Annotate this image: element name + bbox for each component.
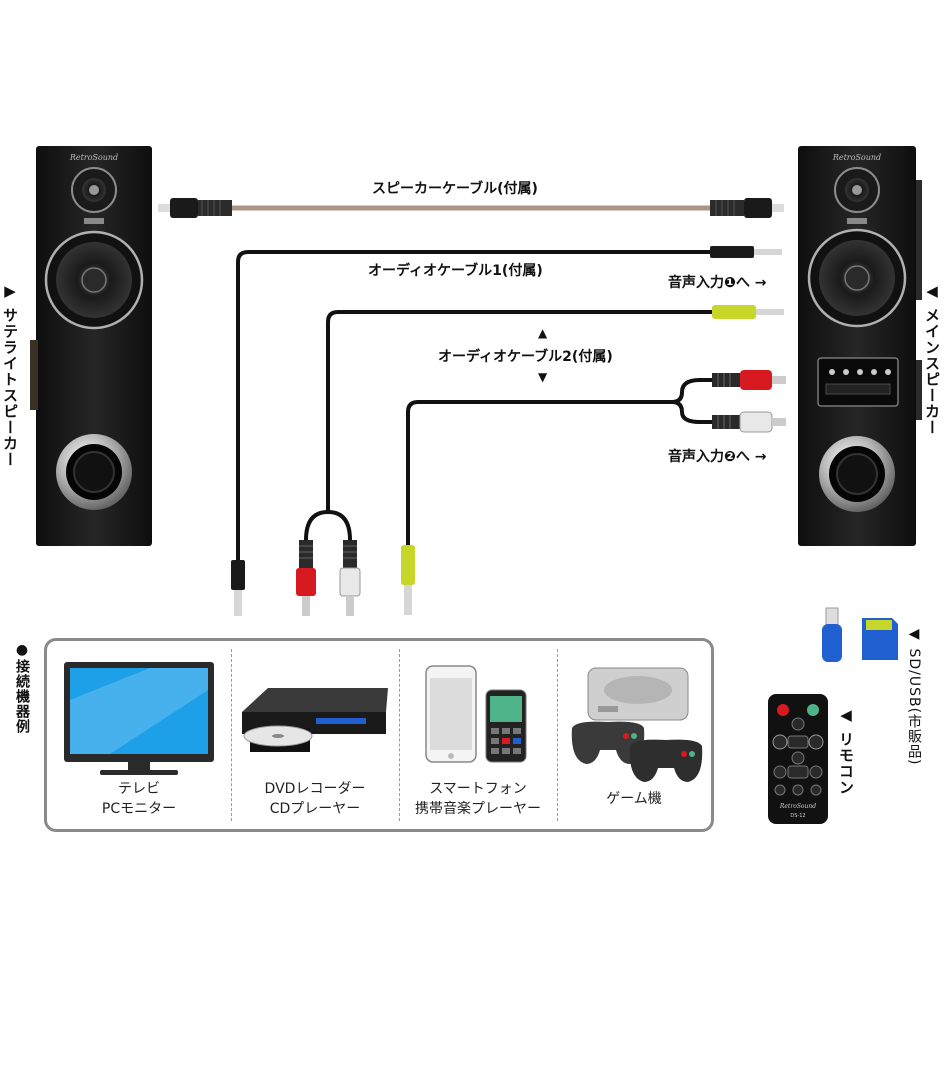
satellite-speaker-label: ▶ サテライトスピーカー	[1, 282, 19, 468]
device-smartphone-line2: 携帯音楽プレーヤー	[415, 801, 541, 817]
audio-cable-2-label: オーディオケーブル2(付属)	[438, 349, 613, 365]
connected-devices-frame: テレビ PCモニター DVDレコーダー CDプレーヤー スマートフォン 携帯音楽…	[44, 638, 714, 832]
speaker-cable	[158, 198, 784, 218]
device-tv-line2: PCモニター	[101, 801, 177, 817]
device-dvd-line1: DVDレコーダー	[264, 781, 366, 797]
up-triangle-icon: ▲	[538, 326, 548, 340]
main-brand: RetroSound	[832, 153, 881, 162]
remote-model: DS-12	[790, 813, 805, 819]
audio-input-2-label: 音声入力❷へ →	[668, 449, 767, 465]
remote-brand: RetroSound	[779, 803, 816, 810]
remote-label: ◀ リモコン	[837, 706, 855, 796]
device-divider	[557, 649, 558, 821]
audio-cable-1-label: オーディオケーブル1(付属)	[368, 263, 543, 279]
down-triangle-icon: ▼	[538, 370, 548, 384]
main-speaker-label: ◀ メインスピーカー	[923, 282, 941, 436]
device-game: ゲーム機	[557, 641, 711, 829]
device-dvd-name: DVDレコーダー CDプレーヤー	[231, 779, 399, 819]
device-tv: テレビ PCモニター	[47, 641, 231, 829]
connected-devices-label: ●接続機器例	[14, 642, 30, 734]
speaker-cable-label: スピーカーケーブル(付属)	[372, 181, 538, 197]
smartphone-icon	[425, 665, 527, 763]
audio-cable-3	[401, 370, 786, 615]
audio-input-1-label: 音声入力❶へ →	[668, 275, 767, 291]
main-speaker: RetroSound	[798, 146, 922, 546]
satellite-speaker: RetroSound	[30, 146, 152, 546]
device-dvd: DVDレコーダー CDプレーヤー	[231, 641, 399, 829]
device-divider	[399, 649, 400, 821]
device-smartphone-name: スマートフォン 携帯音楽プレーヤー	[399, 779, 557, 819]
device-game-line1: ゲーム機	[606, 791, 662, 807]
dvd-recorder-icon	[242, 688, 388, 752]
game-console-icon	[571, 667, 703, 782]
device-tv-name: テレビ PCモニター	[47, 779, 231, 819]
usb-stick-icon	[822, 607, 842, 662]
sd-card-icon	[862, 618, 898, 660]
device-tv-line1: テレビ	[118, 781, 160, 797]
remote-control-icon: RetroSound DS-12	[768, 694, 828, 824]
audio-cable-2	[296, 305, 784, 616]
satellite-brand: RetroSound	[69, 153, 118, 162]
audio-cable-1	[231, 246, 782, 616]
device-dvd-line2: CDプレーヤー	[269, 801, 361, 817]
device-game-name: ゲーム機	[557, 789, 711, 809]
device-divider	[231, 649, 232, 821]
device-smartphone: スマートフォン 携帯音楽プレーヤー	[399, 641, 557, 829]
tv-monitor-icon	[64, 662, 214, 775]
device-smartphone-line1: スマートフォン	[429, 781, 527, 797]
storage-label: ◀ SD/USB(市販品)	[906, 626, 922, 766]
